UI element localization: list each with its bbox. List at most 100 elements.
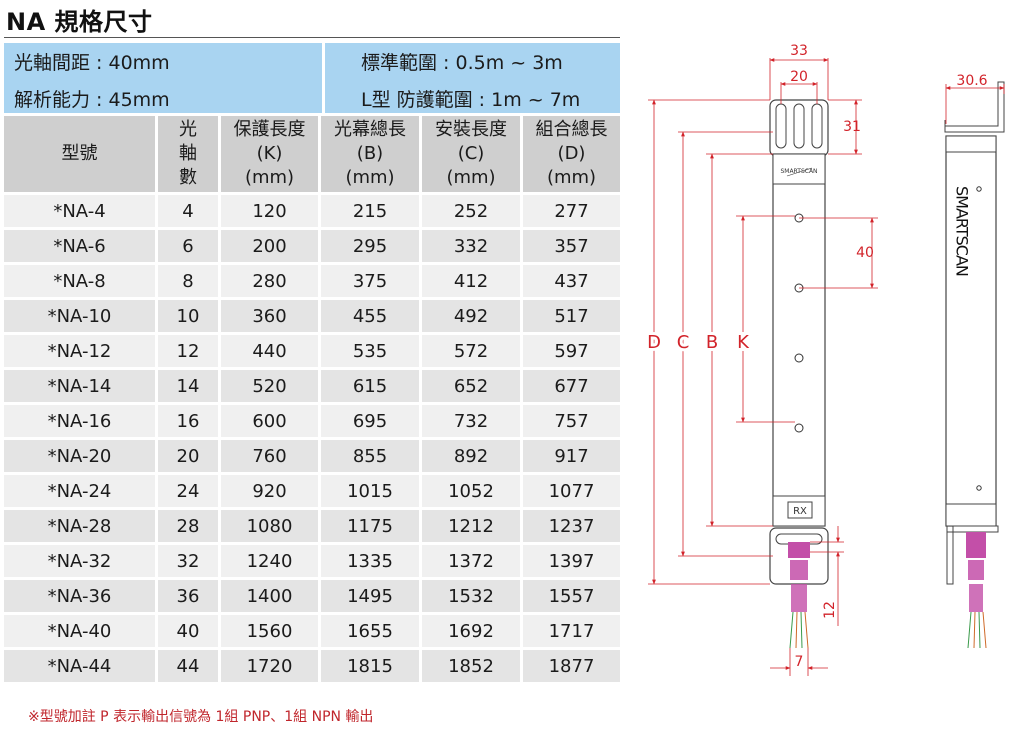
side-body: [945, 135, 997, 527]
model-cell: *NA-10: [4, 300, 155, 335]
value-cell: 615: [321, 370, 419, 405]
wire: [789, 611, 794, 649]
value-cell: 1212: [422, 510, 520, 545]
model-cell: *NA-28: [4, 510, 155, 545]
model-cell: *NA-8: [4, 265, 155, 300]
value-cell: 8: [158, 265, 218, 300]
value-cell: 32: [158, 545, 218, 580]
dim-b-label: B: [706, 332, 718, 353]
value-cell: 1397: [523, 545, 620, 580]
value-cell: 14: [158, 370, 218, 405]
model-cell: *NA-14: [4, 370, 155, 405]
column-header-line: 型號: [61, 143, 98, 164]
dim-k-label: K: [737, 332, 750, 353]
spec-panel-left: 光軸間距 : 40mm 解析能力 : 45mm: [4, 43, 322, 113]
side-screw: [976, 485, 982, 491]
value-cell: 295: [321, 230, 419, 265]
model-cell: *NA-6: [4, 230, 155, 265]
value-cell: 492: [422, 300, 520, 335]
value-cell: 357: [523, 230, 620, 265]
side-bottom-cap: [945, 503, 997, 527]
value-cell: 1655: [321, 615, 419, 650]
side-connector-plug: [969, 584, 983, 612]
model-cell: *NA-4: [4, 195, 155, 230]
wire: [982, 611, 987, 649]
value-cell: 440: [221, 335, 318, 370]
value-cell: 1372: [422, 545, 520, 580]
column-header-line: (mm): [244, 167, 295, 188]
value-cell: 16: [158, 405, 218, 440]
value-cell: 517: [523, 300, 620, 335]
logo-swoosh: [786, 167, 813, 177]
sensor-body: [772, 153, 826, 527]
column-header-line: (B): [356, 143, 384, 164]
value-cell: 732: [422, 405, 520, 440]
rx-label-box: [787, 501, 813, 519]
spec-standard-range: 標準範圍 : 0.5m ~ 3m: [361, 52, 563, 74]
model-cell: *NA-20: [4, 440, 155, 475]
value-cell: 44: [158, 650, 218, 685]
value-cell: 20: [158, 440, 218, 475]
value-cell: 40: [158, 615, 218, 650]
spec-beam-pitch: 光軸間距 : 40mm: [14, 52, 170, 74]
dim-bracket-label: 31: [843, 119, 861, 135]
value-cell: 6: [158, 230, 218, 265]
side-top-bracket: [944, 81, 1005, 133]
column-header-line: (K): [256, 143, 283, 164]
title-divider: [4, 37, 620, 38]
column-header: 光軸數: [158, 116, 218, 195]
column-header: 型號: [4, 116, 155, 195]
value-cell: 535: [321, 335, 419, 370]
value-cell: 1720: [221, 650, 318, 685]
wire: [795, 611, 798, 649]
model-cell: *NA-12: [4, 335, 155, 370]
page-title: NA 規格尺寸: [6, 8, 153, 36]
connector-ring: [788, 542, 810, 558]
value-cell: 1175: [321, 510, 419, 545]
value-cell: 677: [523, 370, 620, 405]
column-header: 組合總長(D)(mm): [523, 116, 620, 195]
value-cell: 760: [221, 440, 318, 475]
value-cell: 1335: [321, 545, 419, 580]
model-cell: *NA-36: [4, 580, 155, 615]
value-cell: 1080: [221, 510, 318, 545]
value-cell: 28: [158, 510, 218, 545]
spec-resolution: 解析能力 : 45mm: [14, 89, 170, 111]
column-header-line: (D): [557, 143, 586, 164]
value-cell: 917: [523, 440, 620, 475]
rx-label: RX: [793, 506, 807, 517]
spec-panel-right: 標準範圍 : 0.5m ~ 3m L型 防護範圍 : 1m ~ 7m: [325, 43, 620, 113]
column-header: 保護長度(K)(mm): [221, 116, 318, 195]
connector: [788, 542, 810, 649]
connector-plug: [791, 584, 807, 612]
dim-cable-label: 7: [795, 654, 804, 670]
value-cell: 120: [221, 195, 318, 230]
value-cell: 1237: [523, 510, 620, 545]
wire: [804, 611, 809, 649]
value-cell: 920: [221, 475, 318, 510]
value-cell: 360: [221, 300, 318, 335]
column-header-line: (mm): [345, 167, 395, 188]
spec-l-range: L型 防護範圍 : 1m ~ 7m: [361, 89, 581, 111]
beam-hole: [794, 353, 804, 363]
model-cell: *NA-40: [4, 615, 155, 650]
beam-hole: [794, 423, 804, 433]
side-top-cap: [945, 135, 997, 153]
dim-connector-label: 12: [822, 601, 838, 619]
column-header-line: 數: [179, 167, 197, 188]
value-cell: 1400: [221, 580, 318, 615]
front-view: SMARTSCAN RX 33: [644, 43, 878, 676]
column-header-line: 組合總長: [535, 119, 608, 140]
model-cell: *NA-44: [4, 650, 155, 685]
